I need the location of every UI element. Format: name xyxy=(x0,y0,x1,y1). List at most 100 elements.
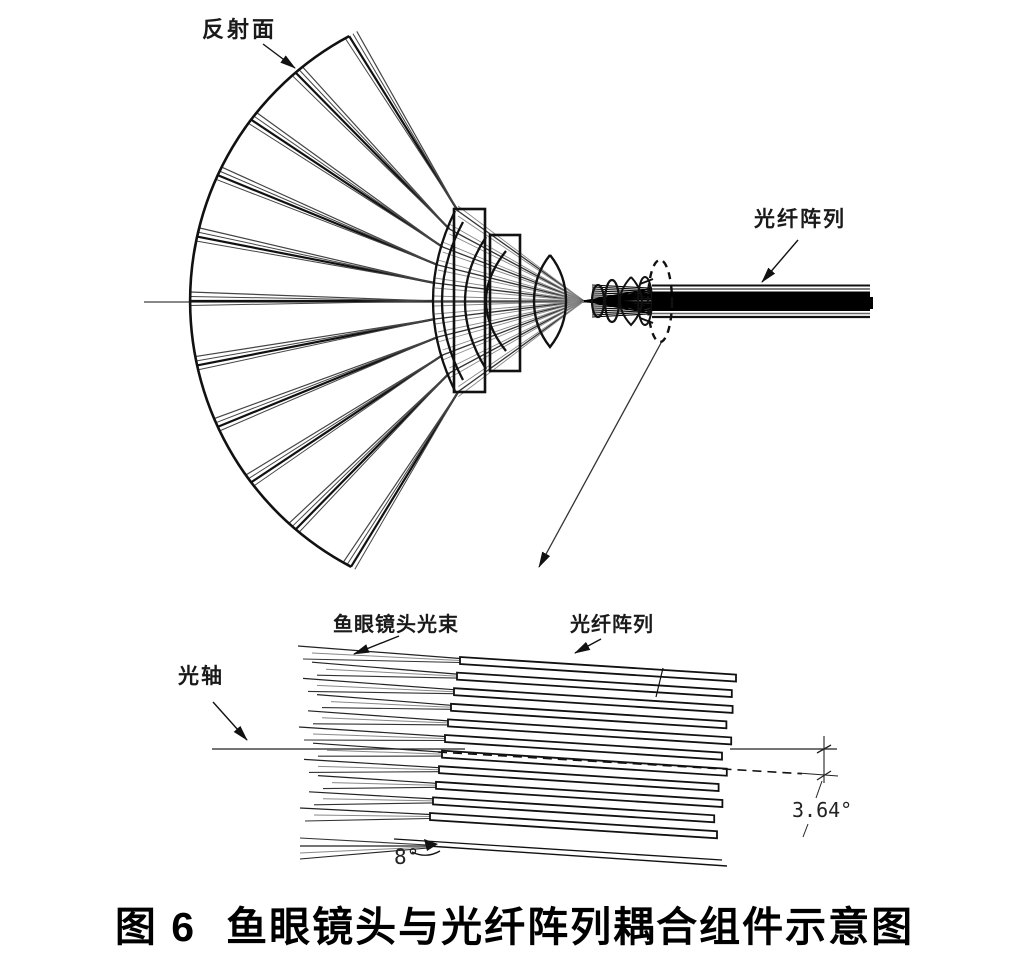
beam-ray xyxy=(312,742,443,753)
fan-ray-companion xyxy=(195,318,436,358)
beam-ray xyxy=(317,775,437,784)
angle-364-leader-lower xyxy=(802,823,809,838)
fan-ray-bundle xyxy=(189,31,460,570)
internal-ray xyxy=(449,233,585,302)
beam-ray xyxy=(313,802,434,806)
lens-housing-rear xyxy=(488,233,522,373)
fan-ray-companion xyxy=(215,178,439,266)
fan-ray-main xyxy=(196,317,436,367)
refracted-ray xyxy=(427,845,728,867)
fan-ray-main xyxy=(217,174,439,267)
fiber xyxy=(453,687,734,714)
internal-ray xyxy=(449,300,585,379)
internal-ray xyxy=(449,300,585,369)
beam-ray xyxy=(330,701,452,708)
fan-ray-companion xyxy=(219,336,439,432)
angle-364-leader-upper xyxy=(815,780,823,799)
internal-ray xyxy=(437,264,585,302)
fan-ray-companion xyxy=(346,391,459,565)
internal-ray xyxy=(433,295,585,302)
internal-ray xyxy=(434,282,585,302)
biconvex-lens xyxy=(532,254,568,349)
lens-surface-3 xyxy=(463,236,487,370)
beam-ray xyxy=(313,814,431,817)
fan-ray-companion xyxy=(189,300,435,306)
fiber xyxy=(450,702,728,730)
detail-view-leader-arrow xyxy=(538,342,662,568)
fan-ray-companion xyxy=(245,354,443,476)
figure-caption: 图 6 鱼眼镜头与光纤阵列耦合组件示意图 xyxy=(0,893,1029,953)
fiber-array-bottom-label: 光纤阵列 xyxy=(570,614,654,636)
fan-ray-companion xyxy=(189,291,435,302)
beam-ray xyxy=(299,847,429,860)
fan-ray-main xyxy=(196,235,436,285)
fan-ray-companion xyxy=(248,122,443,248)
beam-ray xyxy=(317,765,440,771)
beam-ray xyxy=(316,694,452,706)
fiber-array-detail xyxy=(429,656,737,840)
angle-8-arc xyxy=(411,850,441,856)
internal-ray xyxy=(442,300,585,356)
fan-ray-main xyxy=(348,35,459,212)
fan-ray-companion xyxy=(220,166,439,266)
internal-ray xyxy=(437,300,585,338)
fiber xyxy=(435,780,724,808)
fan-ray-companion xyxy=(253,115,443,248)
fan-ray-companion xyxy=(288,372,450,524)
beam-ray xyxy=(326,749,443,755)
fan-ray-companion xyxy=(292,75,450,230)
fan-ray-companion xyxy=(298,69,450,230)
internal-ray xyxy=(434,300,585,315)
fan-ray-companion xyxy=(196,240,436,284)
beam-ray xyxy=(302,677,455,691)
fiber-array-top-label: 光纤阵列 xyxy=(754,208,846,231)
fan-ray-companion xyxy=(354,391,459,570)
internal-ray xyxy=(437,259,585,302)
internal-ray xyxy=(449,223,585,302)
internal-ray xyxy=(442,300,585,351)
beam-ray xyxy=(311,652,461,661)
beam-ray xyxy=(321,707,452,710)
fiber xyxy=(447,718,733,746)
beam-ray xyxy=(302,658,461,664)
reflective-surface-label: 反射面 xyxy=(202,17,278,42)
lens-surface-2 xyxy=(440,221,465,381)
lens-surface-4 xyxy=(485,250,507,352)
coupling-detail-ellipse xyxy=(646,258,674,344)
fan-ray-companion xyxy=(301,65,450,230)
internal-ray xyxy=(442,300,585,361)
figure-caption-prefix: 图 6 xyxy=(114,904,197,950)
internal-ray xyxy=(449,228,585,302)
fiber xyxy=(432,796,716,824)
internal-ray xyxy=(437,300,585,343)
fisheye-beam-bundle xyxy=(297,645,728,867)
fiber-reference-tick xyxy=(655,667,664,698)
fiber-ribbon-end-notch xyxy=(868,297,873,309)
fiber xyxy=(456,671,733,699)
internal-ray xyxy=(449,300,585,374)
beam-ray xyxy=(316,684,455,693)
relay-lens-3 xyxy=(618,276,644,327)
fan-ray-companion xyxy=(219,170,439,266)
fan-ray-main xyxy=(294,372,451,531)
dimension-tick-axis xyxy=(816,744,832,754)
figure-caption-title: 鱼眼镜头与光纤阵列耦合组件示意图 xyxy=(226,904,915,950)
fan-ray-main xyxy=(350,391,460,568)
fan-ray-companion xyxy=(255,111,443,248)
fan-ray-companion xyxy=(298,372,450,533)
fiber-ribbon-core xyxy=(652,291,870,311)
reflective-surface-arc xyxy=(188,34,352,568)
fan-ray-main xyxy=(250,118,444,248)
beam-ray xyxy=(299,807,431,816)
beam-ray xyxy=(307,690,455,695)
fiber-array-bottom-leader-arrow xyxy=(574,638,602,654)
fan-ray-companion xyxy=(344,38,459,212)
internal-ray xyxy=(434,300,585,320)
fiber-ribbon xyxy=(652,284,873,319)
beam-ray xyxy=(312,723,449,726)
beam-ray xyxy=(297,645,461,660)
internal-ray xyxy=(442,246,585,302)
fisheye-beam-leader-arrow xyxy=(353,635,400,655)
relay-ray xyxy=(591,313,653,318)
internal-ray xyxy=(442,251,585,302)
